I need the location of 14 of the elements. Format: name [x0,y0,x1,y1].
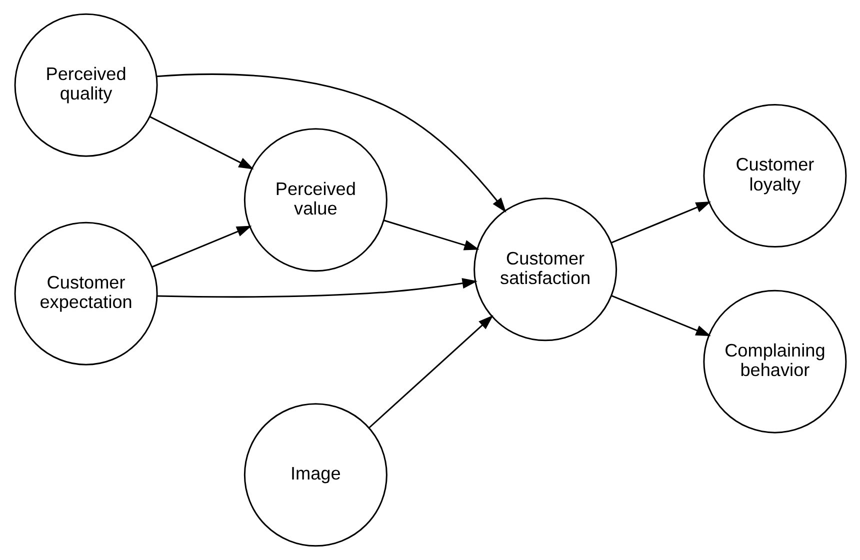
arrow [156,73,506,213]
arrow [156,278,477,298]
node-circle: Perceived quality [14,13,158,157]
arrow [383,220,479,250]
node-circle: Image [243,403,387,547]
arrow [149,116,254,170]
arrow [610,202,711,244]
node-circle: Perceived value [243,128,387,272]
node-circle: Complaining behavior [702,290,846,434]
node-circle: Customer expectation [14,222,158,366]
arrow [151,226,252,268]
arrow [610,295,710,336]
node-circle: Customer loyalty [702,104,846,248]
arrow [368,315,493,428]
